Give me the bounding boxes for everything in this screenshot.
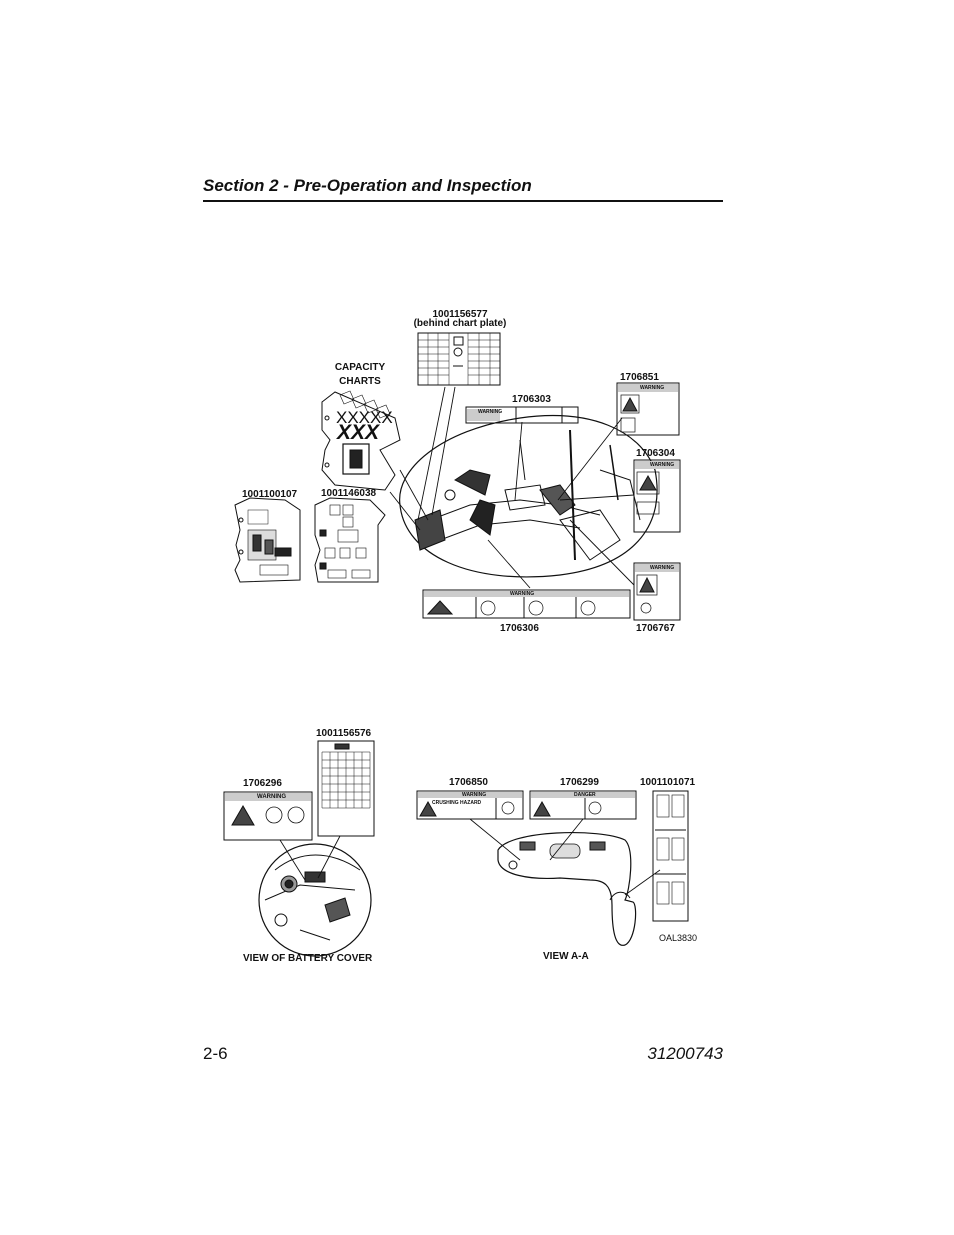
decal-1706304-header: WARNING (650, 462, 675, 468)
label-1001101071: 1001101071 (640, 777, 696, 788)
decal-1706303 (465, 406, 579, 424)
label-1706304: 1706304 (636, 448, 675, 459)
page-number: 2-6 (203, 1044, 228, 1063)
leader-lines-top (389, 386, 635, 589)
label-1706850: 1706850 (449, 777, 488, 788)
decal-1001100107 (234, 497, 301, 583)
label-capacity-charts: CAPACITY CHARTS (334, 362, 386, 387)
capacity-model-text-2: XXX (337, 421, 380, 444)
decal-1706851-header: WARNING (640, 385, 665, 391)
decal-1706850-header: WARNING (462, 792, 487, 798)
decal-1706299-header: DANGER (574, 792, 596, 798)
leader-lines-bottom-right (469, 818, 661, 896)
label-1706851: 1706851 (620, 372, 659, 383)
label-1706306: 1706306 (500, 623, 539, 634)
capacity-chart-plate (321, 390, 401, 491)
label-view-a-a: VIEW A-A (543, 951, 589, 962)
capacity-model-text: XXXXX (336, 408, 393, 427)
armrest-view-a-a (497, 831, 637, 946)
label-1706767: 1706767 (636, 623, 675, 634)
label-view-battery-cover: VIEW OF BATTERY COVER (243, 953, 373, 964)
battery-cover-view (258, 843, 372, 957)
decal-1706767-header: WARNING (650, 565, 675, 571)
decal-1706303-header: WARNING (478, 409, 503, 415)
label-1706296: 1706296 (243, 778, 282, 789)
figure-code: OAL3830 (659, 933, 698, 943)
decal-1706767 (633, 562, 681, 621)
label-1001100107: 1001100107 (242, 489, 298, 500)
document-number: 31200743 (647, 1044, 723, 1063)
decal-1001156576 (317, 740, 375, 837)
decal-1001156577 (417, 332, 501, 386)
decal-1706304 (633, 459, 681, 533)
decal-1706296 (223, 791, 313, 841)
decal-1706296-header: WARNING (257, 794, 286, 800)
decal-1706851 (616, 382, 680, 436)
label-1001146038: 1001146038 (321, 488, 377, 499)
decal-1706850-title: CRUSHING HAZARD (432, 800, 482, 806)
label-behind-chart-plate: (behind chart plate) (413, 318, 507, 329)
leader-lines-bottom-left (279, 835, 341, 881)
label-1001156577: 1001156577 (432, 309, 488, 320)
header-rule (203, 200, 723, 202)
label-1706303: 1706303 (512, 394, 551, 405)
cab-interior-view (399, 415, 658, 578)
decal-1001146038 (314, 497, 386, 583)
decal-1706306-header: WARNING (510, 591, 535, 597)
decal-1001101071 (652, 790, 689, 922)
section-title: Section 2 - Pre-Operation and Inspection (203, 176, 532, 195)
label-1001156576: 1001156576 (316, 728, 372, 739)
decal-1706306 (422, 589, 631, 619)
label-1706299: 1706299 (560, 777, 599, 788)
